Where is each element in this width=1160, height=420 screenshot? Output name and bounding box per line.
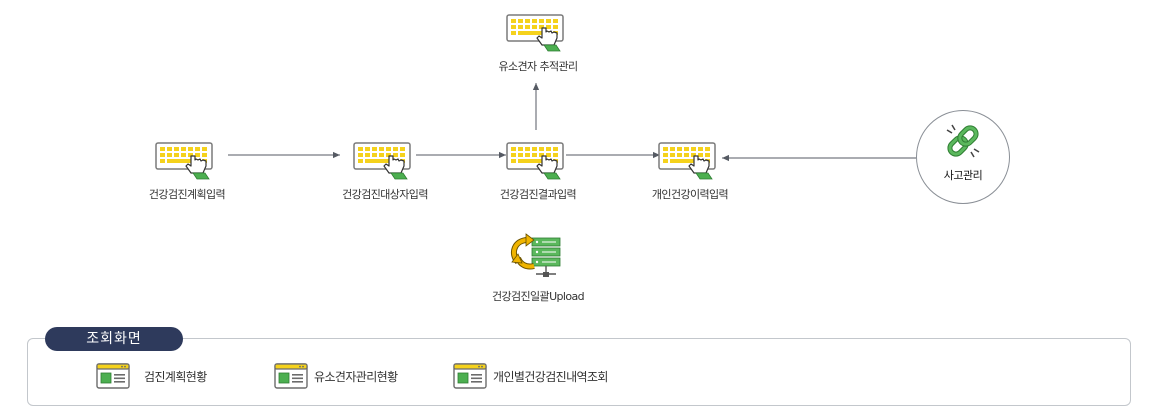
node-health-result-input[interactable]: 건강검진결과입력: [458, 140, 618, 202]
link-chain-icon: [946, 124, 980, 158]
node-finding-tracking[interactable]: 유소견자 추적관리: [458, 12, 618, 74]
query-item-label: 검진계획현황: [144, 369, 207, 384]
keyboard-pointer-icon: [353, 140, 417, 180]
accident-management-label: 사고관리: [943, 169, 983, 182]
node-health-plan-input[interactable]: 건강검진계획입력: [107, 140, 267, 202]
keyboard-pointer-icon: [155, 140, 219, 180]
query-item-plan-status[interactable]: 검진계획현황: [96, 364, 207, 388]
node-label: 개인건강이력입력: [651, 188, 729, 201]
node-label: 건강검진대상자입력: [342, 188, 428, 201]
browser-window-icon: [453, 363, 487, 389]
node-accident-management[interactable]: 사고관리: [916, 110, 1010, 204]
query-item-label: 유소견자관리현황: [314, 369, 398, 384]
browser-window-icon: [96, 363, 130, 389]
query-item-label: 개인별건강검진내역조회: [493, 369, 608, 384]
node-label: 건강검진일괄Upload: [491, 290, 585, 303]
server-sync-icon: [510, 233, 561, 277]
node-label: 건강검진계획입력: [148, 188, 226, 201]
node-health-target-input[interactable]: 건강검진대상자입력: [305, 140, 465, 202]
browser-window-icon: [274, 363, 308, 389]
keyboard-pointer-icon: [506, 12, 570, 52]
node-label: 건강검진결과입력: [499, 188, 577, 201]
query-item-personal-history[interactable]: 개인별건강검진내역조회: [453, 364, 608, 388]
query-panel-title: 조회화면: [45, 327, 183, 351]
node-personal-history-input[interactable]: 개인건강이력입력: [610, 140, 770, 202]
query-screen-panel: [27, 338, 1131, 406]
keyboard-pointer-icon: [658, 140, 722, 180]
node-label: 유소견자 추적관리: [498, 60, 578, 73]
query-item-tracking-status[interactable]: 유소견자관리현황: [274, 364, 398, 388]
node-bulk-upload[interactable]: 건강검진일괄Upload: [458, 232, 618, 304]
keyboard-pointer-icon: [506, 140, 570, 180]
